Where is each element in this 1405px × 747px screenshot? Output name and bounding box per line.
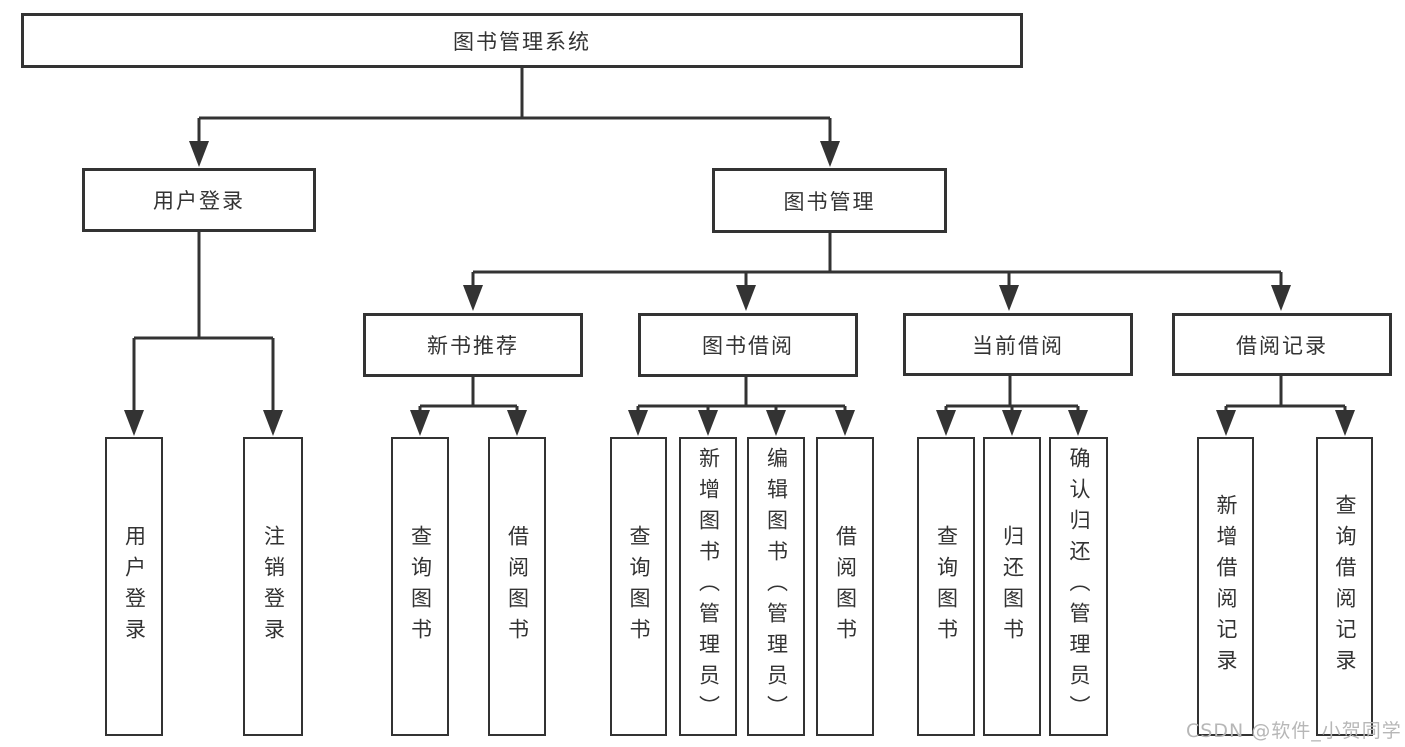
arrowhead-icon	[124, 410, 144, 436]
leaf-records-add-record-label: 新增借阅记录	[1214, 493, 1238, 680]
arrowhead-icon	[507, 410, 527, 436]
arrowhead-icon	[1216, 410, 1236, 436]
connector-branch	[638, 377, 845, 408]
arrowhead-icon	[766, 410, 786, 436]
arrowhead-icon	[1271, 285, 1291, 311]
leaf-current-query-books: 查询图书	[917, 437, 975, 736]
node-current-borrowing-label: 当前借阅	[972, 333, 1064, 358]
arrowhead-icon	[1068, 410, 1088, 436]
arrowhead-icon	[1335, 410, 1355, 436]
connector-branch	[473, 232, 1281, 274]
leaf-recommend-borrow-books-label: 借阅图书	[505, 524, 530, 649]
leaf-borrowing-query-books-label: 查询图书	[627, 524, 651, 649]
arrowhead-icon	[999, 285, 1019, 311]
arrowhead-icon	[698, 410, 718, 436]
leaf-borrowing-borrow-books-label: 借阅图书	[833, 524, 858, 649]
node-book-borrowing: 图书借阅	[638, 313, 858, 377]
arrowhead-icon	[463, 285, 483, 311]
leaf-borrowing-edit-book-admin: 编辑图书（管理员）	[747, 437, 805, 736]
node-new-book-recommend: 新书推荐	[363, 313, 583, 377]
leaf-current-query-books-label: 查询图书	[934, 524, 959, 649]
leaf-records-query-record: 查询借阅记录	[1316, 437, 1373, 736]
leaf-user-login: 用户登录	[105, 437, 163, 736]
node-book-borrowing-label: 图书借阅	[702, 334, 794, 358]
node-borrow-records: 借阅记录	[1172, 313, 1392, 376]
node-new-book-recommend-label: 新书推荐	[427, 334, 519, 358]
leaf-current-return-books-label: 归还图书	[1000, 524, 1025, 649]
leaf-recommend-borrow-books: 借阅图书	[488, 437, 546, 736]
leaf-records-query-record-label: 查询借阅记录	[1333, 493, 1357, 680]
node-borrow-records-label: 借阅记录	[1236, 333, 1328, 358]
node-root: 图书管理系统	[21, 13, 1023, 68]
connector-branch	[420, 377, 517, 408]
csdn-watermark: CSDN @软件_小贺同学	[1186, 720, 1402, 742]
arrowhead-icon	[820, 141, 840, 167]
leaf-user-login-label: 用户登录	[122, 524, 147, 649]
leaf-borrowing-add-book-admin: 新增图书（管理员）	[679, 437, 737, 736]
node-current-borrowing: 当前借阅	[903, 313, 1133, 376]
leaf-borrowing-edit-book-admin-label: 编辑图书（管理员）	[764, 447, 789, 726]
arrowhead-icon	[263, 410, 283, 436]
leaf-logout-label: 注销登录	[261, 524, 286, 649]
leaf-borrowing-borrow-books: 借阅图书	[816, 437, 874, 736]
arrowhead-icon	[736, 285, 756, 311]
leaf-recommend-query-books: 查询图书	[391, 437, 449, 736]
node-user-login-label: 用户登录	[153, 189, 245, 213]
leaf-borrowing-query-books: 查询图书	[610, 437, 667, 736]
arrowhead-icon	[189, 141, 209, 167]
connector-branch	[134, 232, 273, 340]
node-user-login: 用户登录	[82, 168, 316, 232]
connector-branch	[1226, 376, 1345, 408]
leaf-borrowing-add-book-admin-label: 新增图书（管理员）	[696, 447, 721, 726]
arrowhead-icon	[628, 410, 648, 436]
arrowhead-icon	[936, 410, 956, 436]
leaf-current-confirm-return-admin-label: 确认归还（管理员）	[1067, 447, 1091, 726]
connector-branch	[199, 68, 830, 120]
leaf-current-return-books: 归还图书	[983, 437, 1041, 736]
arrowhead-icon	[1002, 410, 1022, 436]
arrowhead-icon	[410, 410, 430, 436]
node-book-management-label: 图书管理	[783, 189, 876, 214]
leaf-logout: 注销登录	[243, 437, 303, 736]
connector-branch	[946, 376, 1078, 408]
leaf-recommend-query-books-label: 查询图书	[408, 524, 433, 649]
leaf-current-confirm-return-admin: 确认归还（管理员）	[1049, 437, 1108, 736]
node-book-management: 图书管理	[712, 168, 947, 233]
node-root-label: 图书管理系统	[453, 29, 591, 54]
arrowhead-icon	[835, 410, 855, 436]
leaf-records-add-record: 新增借阅记录	[1197, 437, 1254, 736]
